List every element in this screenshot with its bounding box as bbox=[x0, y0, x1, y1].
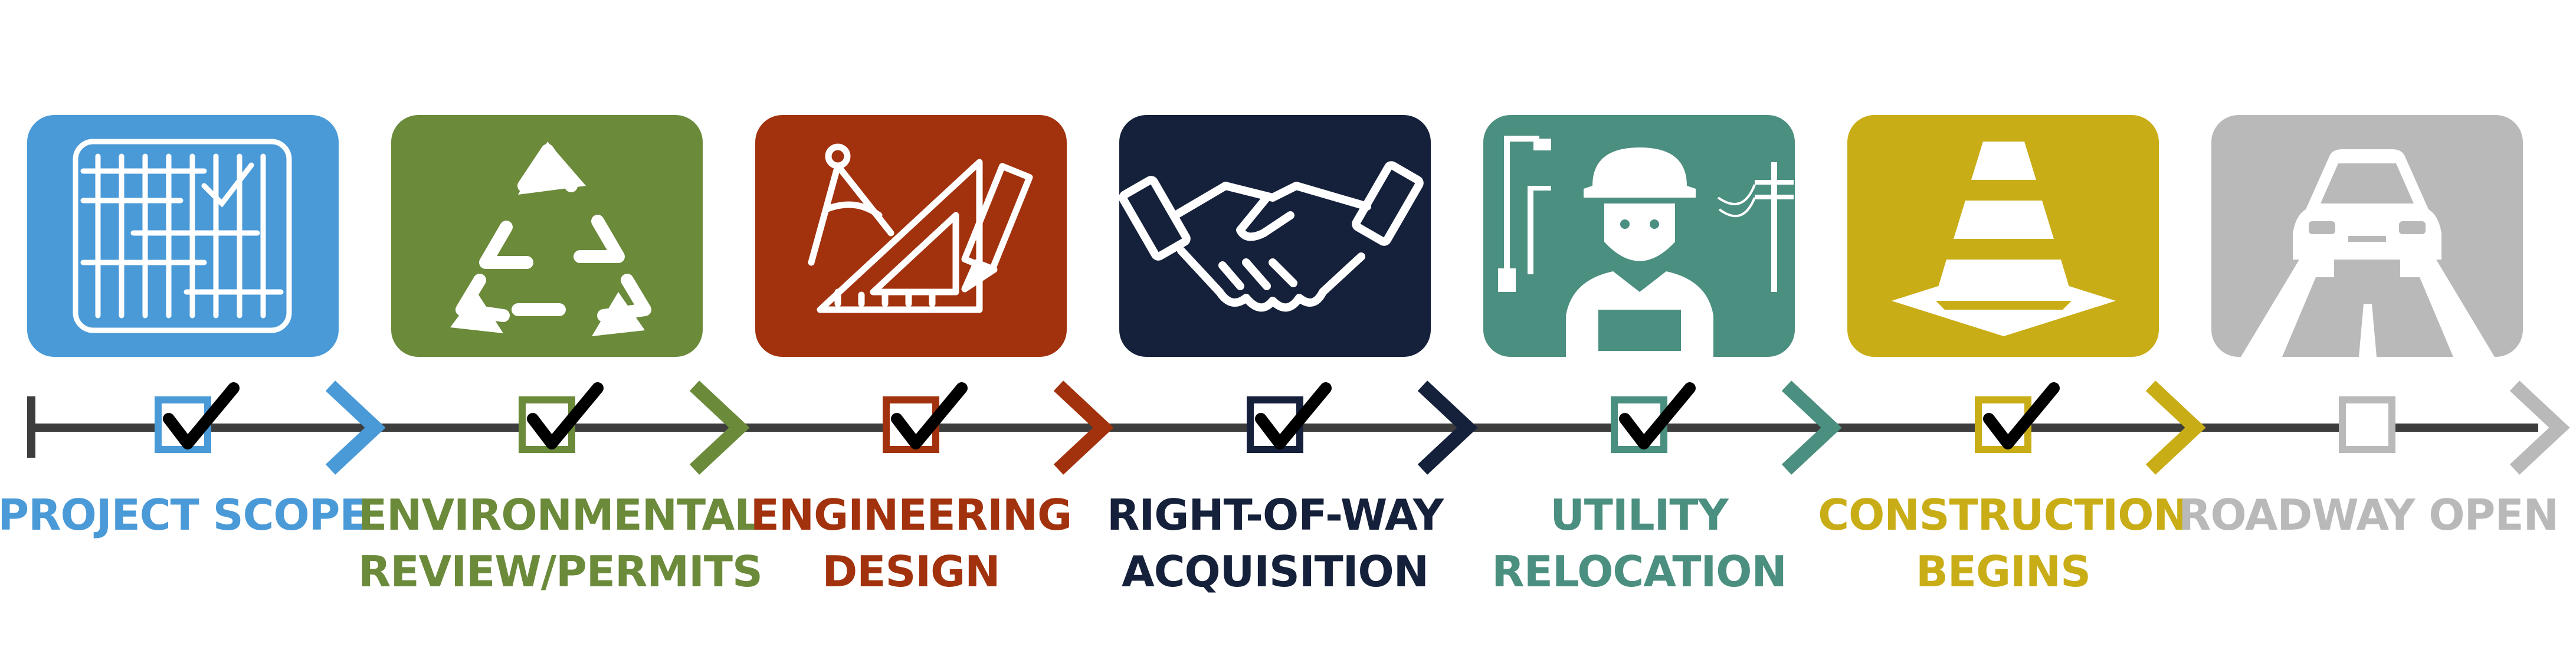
stage-tile-3 bbox=[755, 115, 1067, 357]
stage-label-line: RELOCATION bbox=[1492, 547, 1787, 596]
checkmark-icon bbox=[522, 378, 605, 454]
checkmark-icon bbox=[158, 378, 241, 454]
chevron-right-icon bbox=[686, 378, 751, 478]
stage-label-line: PROJECT SCOPE bbox=[0, 490, 369, 540]
stage-label-line: ROADWAY OPEN bbox=[2178, 490, 2559, 540]
handshake-icon bbox=[1119, 161, 1424, 312]
stage-label-1: PROJECT SCOPE bbox=[0, 487, 372, 543]
blueprint-plan-icon bbox=[73, 139, 292, 333]
stage-label-line: ENVIRONMENTAL bbox=[358, 490, 761, 540]
car-on-road-icon bbox=[2241, 149, 2495, 357]
stage-label-4: RIGHT-OF-WAY ACQUISITION bbox=[1086, 487, 1464, 600]
checkmark-icon bbox=[1978, 378, 2061, 454]
chevron-right-icon bbox=[2506, 378, 2571, 478]
chevron-right-icon bbox=[2142, 378, 2207, 478]
checkmark-icon bbox=[1250, 378, 1333, 454]
chevron-right-icon bbox=[322, 378, 387, 478]
stage-tile-1 bbox=[27, 115, 339, 357]
stage-label-line: ACQUISITION bbox=[1121, 547, 1429, 596]
stage-tile-6 bbox=[1847, 115, 2159, 357]
stage-label-line: DESIGN bbox=[822, 547, 1001, 596]
recycle-icon bbox=[450, 142, 651, 336]
stage-label-line: BEGINS bbox=[1915, 547, 2091, 596]
stage-checkbox-7 bbox=[2339, 396, 2395, 453]
checkmark-icon bbox=[886, 378, 969, 454]
stage-label-7: ROADWAY OPEN bbox=[2178, 487, 2559, 543]
stage-label-5: UTILITY RELOCATION bbox=[1450, 487, 1828, 600]
stage-label-6: CONSTRUCTION BEGINS bbox=[1814, 487, 2192, 600]
stage-label-3: ENGINEERING DESIGN bbox=[722, 487, 1100, 600]
traffic-cone-icon bbox=[1892, 142, 2116, 336]
stage-label-line: REVIEW/PERMITS bbox=[358, 547, 763, 596]
chevron-right-icon bbox=[1050, 378, 1115, 478]
stage-label-line: ENGINEERING bbox=[750, 490, 1073, 540]
chevron-right-icon bbox=[1414, 378, 1479, 478]
drafting-tools-icon bbox=[808, 143, 1033, 313]
stage-tile-5 bbox=[1483, 115, 1795, 357]
stage-label-line: CONSTRUCTION bbox=[1818, 490, 2188, 540]
stage-tile-7 bbox=[2211, 115, 2523, 357]
stage-label-line: RIGHT-OF-WAY bbox=[1107, 490, 1444, 540]
utility-worker-icon bbox=[1498, 136, 1794, 357]
checkmark-icon bbox=[1614, 378, 1697, 454]
stage-label-line: UTILITY bbox=[1550, 490, 1728, 540]
stage-tile-2 bbox=[391, 115, 703, 357]
stage-label-2: ENVIRONMENTAL REVIEW/PERMITS bbox=[358, 487, 763, 600]
chevron-right-icon bbox=[1778, 378, 1843, 478]
stage-tile-4 bbox=[1119, 115, 1431, 357]
